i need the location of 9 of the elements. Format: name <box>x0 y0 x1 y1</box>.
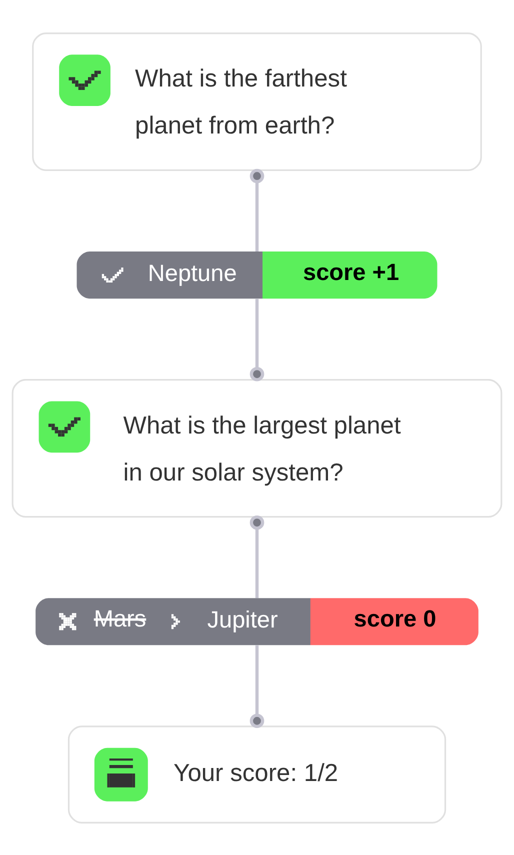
node-box: What is the farthest planet from earth? <box>32 32 482 170</box>
connector <box>250 514 264 598</box>
node-box: Neptune score +1 <box>76 251 438 298</box>
node-box: Your score: 1/2 <box>68 725 446 824</box>
connector <box>250 168 264 251</box>
connector <box>250 298 264 381</box>
node-box: What is the largest planet in our solar system? <box>12 378 502 518</box>
node-box: Mars Jupiter score 0 <box>36 598 478 645</box>
connector <box>250 644 264 728</box>
